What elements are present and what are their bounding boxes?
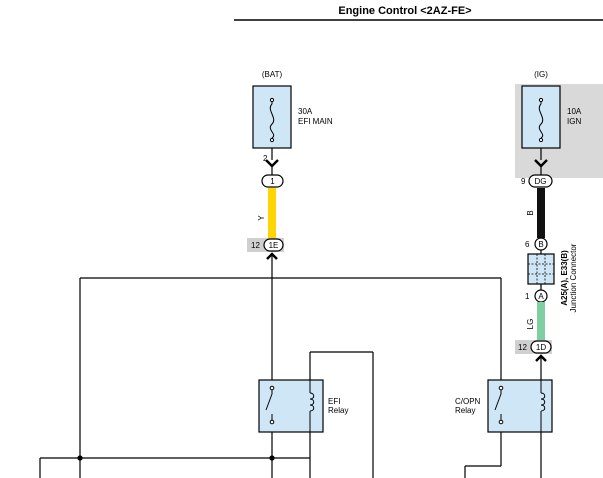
- ign-fuse-name: IGN: [567, 117, 581, 126]
- wire-color-lg: LG: [526, 319, 535, 330]
- ign-fuse-rating: 10A: [567, 107, 582, 116]
- jc-pin-b-label: B: [538, 240, 543, 249]
- bat-source-label: (BAT): [262, 70, 283, 79]
- page-title: Engine Control <2AZ-FE>: [338, 5, 471, 17]
- junction-connector-name: A25(A), E33(B): [560, 250, 569, 306]
- relay-switch-icon: [494, 385, 504, 425]
- connector-1e-label: 1E: [269, 241, 279, 250]
- fuse-pin-9: 9: [521, 177, 526, 186]
- copn-relay-label-1: C/OPN: [455, 397, 481, 406]
- junction-connector-desc: Junction Connector: [569, 243, 578, 312]
- efi-main-fuse-name: EFI MAIN: [298, 117, 333, 126]
- relay-coil-icon: [540, 380, 546, 432]
- connector-dg-label: DG: [535, 177, 547, 186]
- connector-1: [261, 174, 284, 188]
- jc-pin-1: 1: [525, 292, 530, 301]
- wire-yellow: [268, 188, 276, 238]
- relay-switch-icon: [265, 385, 275, 425]
- wire-black: [537, 188, 545, 238]
- wire-color-y: Y: [257, 215, 266, 221]
- connector-dg: [528, 174, 553, 188]
- junction-grid-icon: [528, 254, 554, 284]
- junction-connector: [527, 253, 555, 285]
- efi-relay-label-2: Relay: [328, 406, 348, 415]
- connector-1d: [530, 340, 552, 354]
- copn-relay: [487, 379, 553, 433]
- splice-point: [269, 455, 275, 461]
- jc-pin-6: 6: [525, 240, 530, 249]
- connector-1d-label: 1D: [536, 343, 546, 352]
- efi-main-fuse-rating: 30A: [298, 107, 313, 116]
- copn-relay-label-2: Relay: [455, 406, 475, 415]
- jc-pin-a-label: A: [538, 292, 544, 301]
- splice-point: [77, 455, 83, 461]
- connector-1e: [263, 238, 284, 252]
- efi-relay-label-1: EFI: [328, 397, 340, 406]
- connector-1-label: 1: [270, 177, 275, 186]
- fuse-symbol-icon: [269, 97, 275, 143]
- ig-source-label: (IG): [534, 70, 548, 79]
- wire-color-b: B: [526, 210, 535, 215]
- fuse-symbol-icon: [538, 97, 544, 143]
- relay-coil-icon: [309, 380, 315, 432]
- wire-light-green: [537, 302, 545, 340]
- connector-arrow-icon: [265, 159, 279, 168]
- fuse-pin-2: 2: [263, 154, 268, 163]
- jb-pin-12-left: 12: [251, 241, 260, 250]
- jb-pin-12-right: 12: [518, 343, 527, 352]
- efi-relay: [258, 379, 324, 433]
